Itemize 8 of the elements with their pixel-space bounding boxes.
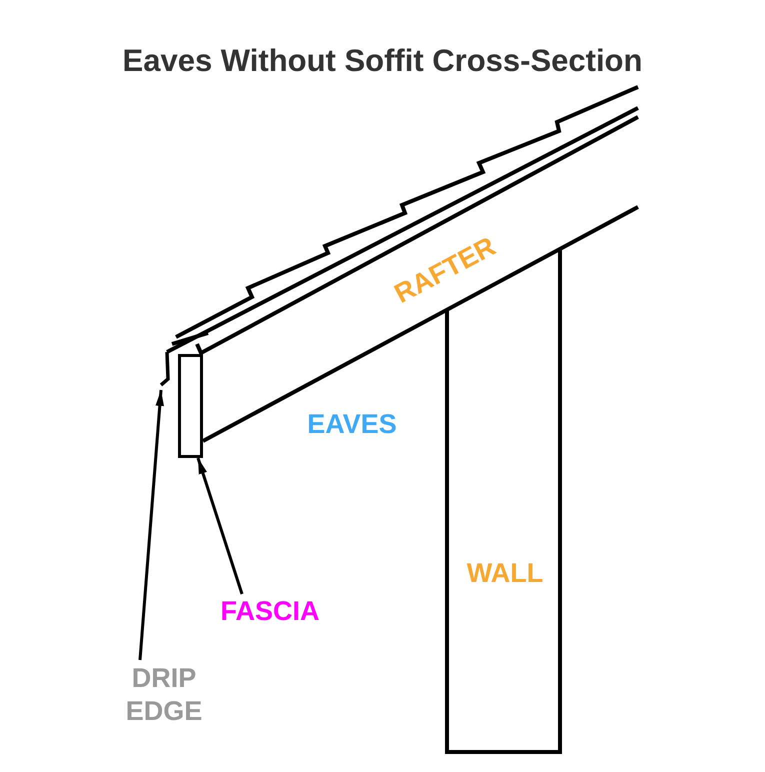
eaves-label: EAVES bbox=[306, 408, 398, 441]
wall-label: WALL bbox=[466, 557, 544, 590]
leader-arrow bbox=[138, 390, 164, 660]
drip-edge-label: DRIP EDGE bbox=[112, 660, 216, 730]
fascia-board bbox=[178, 354, 203, 458]
leader-arrow bbox=[196, 458, 244, 594]
diagram-title: Eaves Without Soffit Cross-Section bbox=[122, 42, 644, 80]
fascia-label: FASCIA bbox=[208, 594, 332, 628]
